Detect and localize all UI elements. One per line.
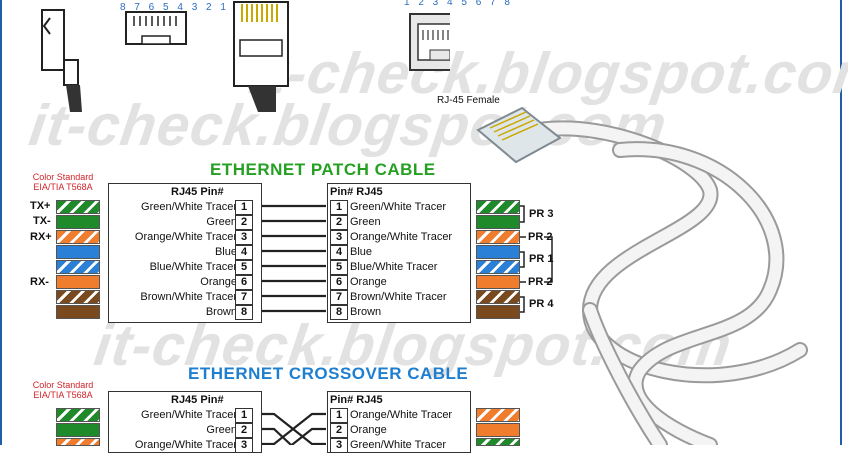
- rj45-plug-photo: [476, 106, 562, 164]
- patch-straight-wires: [262, 204, 326, 313]
- diagram-frame: [0, 0, 842, 445]
- wire-orange-white: [476, 408, 520, 422]
- patch-right-table: Pin# RJ45 1 2 3 4 5 6 7 8 Green/White Tr…: [327, 183, 471, 323]
- pin-numbers-jack: 1 2 3 4 5 6 7 8: [404, 0, 513, 8]
- wire-green: [56, 423, 100, 437]
- pin-number: 3: [235, 438, 253, 453]
- rj45-female-label: RJ-45 Female: [437, 95, 500, 106]
- rj45-connector-illustrations: [41, 1, 450, 112]
- wire-blue-white: [56, 260, 100, 274]
- crossover-right-row: Green/White Tracer: [350, 439, 446, 451]
- pin-number: 5: [330, 260, 348, 275]
- crossover-left-row: Green/White Tracer: [141, 409, 237, 421]
- wire-orange: [476, 423, 520, 437]
- pair-label: PR 2: [528, 231, 553, 243]
- crossover-right-row: Orange/White Tracer: [350, 409, 453, 421]
- crossover-color-standard: Color Standard EIA/TIA T568A: [32, 380, 94, 400]
- patch-right-header: Pin# RJ45: [330, 186, 383, 198]
- pair-label: PR 2: [528, 276, 553, 288]
- patch-left-row: Blue/White Tracer: [149, 261, 237, 273]
- patch-cable-photo: [476, 106, 808, 445]
- wire-green: [56, 215, 100, 229]
- signal-label: TX+: [30, 200, 51, 212]
- pair-brackets: [520, 205, 553, 313]
- pair-label: PR 4: [529, 298, 554, 310]
- pin-number: 3: [330, 438, 348, 453]
- wire-orange: [56, 275, 100, 289]
- patch-right-row: Orange/White Tracer: [350, 231, 453, 243]
- patch-right-row: Brown: [350, 306, 382, 318]
- signal-label: RX+: [30, 231, 52, 243]
- wire-brown-white: [476, 290, 520, 304]
- pin-number: 6: [330, 275, 348, 290]
- patch-left-row: Orange/White Tracer: [134, 231, 237, 243]
- pin-number: 1: [235, 408, 253, 423]
- wire-orange-white: [56, 230, 100, 244]
- signal-label: TX-: [33, 215, 51, 227]
- pin-number: 2: [235, 215, 253, 230]
- pin-number: 5: [235, 260, 253, 275]
- patch-right-row: Brown/White Tracer: [350, 291, 447, 303]
- crossover-right-header: Pin# RJ45: [330, 394, 383, 406]
- crossover-left-table: RJ45 Pin# Green/White Tracer Green Orang…: [108, 391, 262, 453]
- pin-numbers-plug: 8 7 6 5 4 3 2 1: [120, 2, 229, 13]
- pin-number: 3: [330, 230, 348, 245]
- pin-number: 4: [330, 245, 348, 260]
- wire-blue-white: [476, 260, 520, 274]
- wire-blue: [476, 245, 520, 259]
- pin-number: 8: [235, 305, 253, 320]
- patch-left-row: Orange: [200, 276, 237, 288]
- pin-number: 1: [330, 200, 348, 215]
- patch-cable-title: ETHERNET PATCH CABLE: [210, 160, 436, 179]
- pin-number: 6: [235, 275, 253, 290]
- crossover-right-row: Orange: [350, 424, 387, 436]
- patch-left-row: Green: [206, 216, 237, 228]
- patch-left-row: Green/White Tracer: [141, 201, 237, 213]
- patch-right-row: Blue/White Tracer: [350, 261, 438, 273]
- patch-color-standard: Color Standard EIA/TIA T568A: [32, 172, 94, 192]
- crossover-left-header: RJ45 Pin#: [171, 394, 224, 406]
- pin-number: 4: [235, 245, 253, 260]
- wire-green-white: [476, 200, 520, 214]
- signal-label: RX-: [30, 276, 49, 288]
- wire-orange-white: [476, 230, 520, 244]
- wire-orange: [476, 275, 520, 289]
- wire-green: [476, 215, 520, 229]
- pin-number: 2: [330, 423, 348, 438]
- rj45-side-view: [41, 9, 82, 112]
- rj45-front-view: [125, 11, 187, 45]
- wire-brown-white: [56, 290, 100, 304]
- rj45-female-jack: [409, 13, 450, 71]
- patch-right-row: Blue: [350, 246, 373, 258]
- patch-left-table: RJ45 Pin# Green/White Tracer Green Orang…: [108, 183, 262, 323]
- patch-left-row: Brown/White Tracer: [140, 291, 237, 303]
- crossover-wires: [262, 412, 326, 445]
- pin-number: 3: [235, 230, 253, 245]
- pair-label: PR 1: [529, 253, 554, 265]
- crossover-cable-title: ETHERNET CROSSOVER CABLE: [188, 364, 469, 383]
- crossover-right-table: Pin# RJ45 1 2 3 Orange/White Tracer Oran…: [327, 391, 471, 453]
- patch-left-row: Blue: [214, 246, 237, 258]
- pin-number: 1: [330, 408, 348, 423]
- patch-left-header: RJ45 Pin#: [171, 186, 224, 198]
- pin-number: 2: [235, 423, 253, 438]
- wire-green-white: [56, 408, 100, 422]
- wire-brown: [476, 305, 520, 319]
- pair-label: PR 3: [529, 208, 554, 220]
- pin-number: 7: [330, 290, 348, 305]
- pin-number: 2: [330, 215, 348, 230]
- wire-green-white: [56, 200, 100, 214]
- patch-right-row: Green/White Tracer: [350, 201, 446, 213]
- wire-blue: [56, 245, 100, 259]
- crossover-left-row: Orange/White Tracer: [134, 439, 237, 451]
- patch-right-row: Orange: [350, 276, 387, 288]
- pin-number: 1: [235, 200, 253, 215]
- pin-number: 8: [330, 305, 348, 320]
- pin-number: 7: [235, 290, 253, 305]
- crossover-left-row: Green: [206, 424, 237, 436]
- patch-right-row: Green: [350, 216, 381, 228]
- wire-brown: [56, 305, 100, 319]
- rj45-top-view: [233, 1, 289, 112]
- patch-left-row: Brown: [205, 306, 237, 318]
